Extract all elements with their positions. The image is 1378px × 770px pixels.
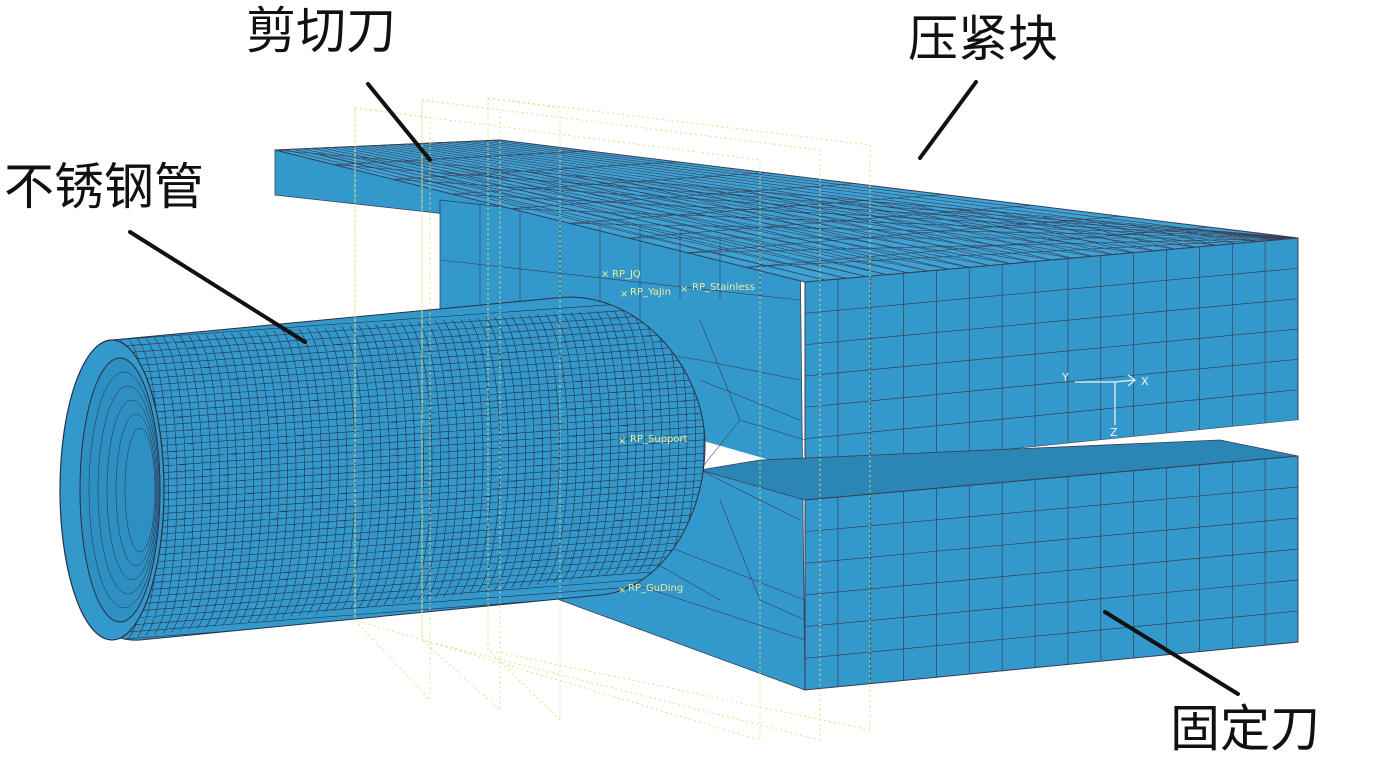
mesh-lines [805,456,1298,690]
mesh-lines [805,238,1298,470]
callout-shear-blade: 剪切刀 [246,2,396,60]
svg-text:×: × [680,284,688,295]
tube-inner-ring [79,357,161,623]
stainless-tube-end-inner [79,357,161,623]
callout-fixed-blade: 固定刀 [1170,700,1320,758]
rp-guding: × RP_GuDing [618,583,683,596]
svg-text:×: × [620,289,628,300]
axis-x-label: X [1141,375,1149,388]
fixed-blade-top-face [699,439,1299,501]
coordinate-triad [1075,374,1136,425]
svg-text:RP_YaJin: RP_YaJin [630,287,671,298]
svg-text:×: × [618,436,626,447]
stainless-tube-inner-mesh [79,357,161,623]
leader-clamp-block [918,80,978,160]
stainless-tube-mesh [111,297,706,641]
reference-planes [354,97,871,741]
fixed-blade-front-mesh [805,456,1298,690]
clamp-block-front-mesh [805,238,1298,470]
callout-stainless-tube: 不锈钢管 [4,158,204,216]
leader-stainless-tube [128,230,307,344]
leader-lines [128,80,1240,696]
mesh-lines [275,140,1298,282]
axis-y-label: Y [1061,371,1069,384]
rp-jq: × RP_JQ [601,269,641,280]
rp-support: × RP_Support [618,434,688,447]
svg-text:×: × [618,585,626,596]
svg-text:RP_Stainless: RP_Stainless [692,282,755,293]
svg-text:×: × [601,269,609,280]
leader-shear-blade [366,82,432,162]
tube-inner-ring [106,399,158,581]
rp-stainless: × RP_Stainless [680,282,755,295]
svg-text:RP_GuDing: RP_GuDing [628,583,683,594]
axis-z-label: Z [1110,426,1118,439]
tube-inner-ring [115,413,157,567]
tube-inner-ring [124,427,156,553]
rp-yajin: × RP_YaJin [620,287,671,300]
tube-inner-ring [88,371,160,609]
callout-clamp-block: 压紧块 [908,10,1058,68]
svg-text:RP_JQ: RP_JQ [612,269,641,280]
tube-mesh-lines [111,297,706,641]
clamp-block-top-mesh [275,140,1298,282]
leader-fixed-blade [1103,610,1240,696]
tube-inner-ring [97,385,159,595]
svg-text:RP_Support: RP_Support [630,434,688,445]
